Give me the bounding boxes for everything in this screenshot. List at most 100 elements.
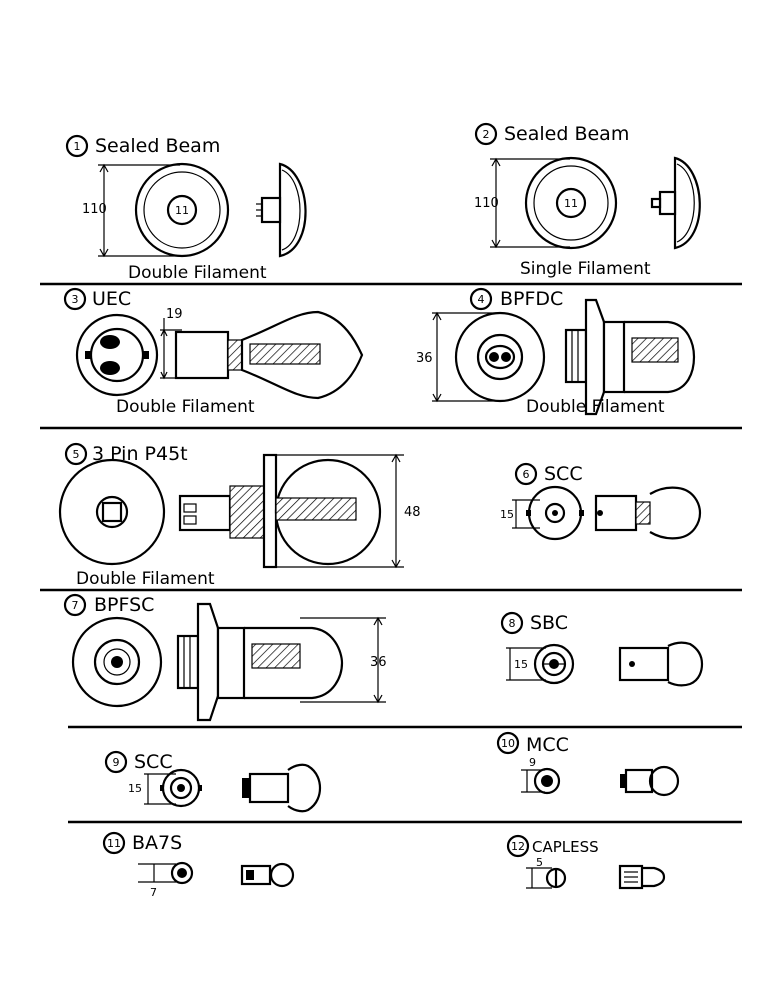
number-badge — [474, 122, 498, 146]
dimension-line — [512, 499, 540, 529]
svg-text:11: 11 — [564, 197, 578, 210]
dimension-value: 110 — [474, 196, 499, 211]
number-badge — [469, 287, 493, 311]
number-badge — [102, 831, 126, 855]
number-badge — [514, 462, 538, 486]
item-11: 11 BA7S 7 — [102, 831, 295, 899]
item-number: 10 — [501, 737, 515, 750]
item-label: CAPLESS — [532, 838, 599, 856]
dimension-value: 15 — [500, 508, 514, 521]
dimension-line — [276, 453, 404, 569]
number-badge — [65, 134, 89, 158]
item-label: SBC — [530, 612, 568, 634]
item-caption: Double Filament — [526, 397, 665, 417]
item-caption: Double Filament — [76, 569, 215, 589]
dimension-line — [138, 863, 176, 883]
item-label: BPFDC — [500, 288, 563, 310]
side-view — [240, 862, 295, 888]
side-view — [174, 310, 364, 400]
dimension-line — [526, 867, 552, 889]
dimension-line — [432, 311, 498, 403]
item-label: Sealed Beam — [504, 123, 629, 145]
side-view — [256, 162, 307, 258]
item-caption: Single Filament — [520, 259, 651, 279]
dimension-value: 5 — [536, 856, 543, 869]
front-view — [533, 767, 561, 795]
dimension-value: 36 — [416, 351, 433, 366]
item-number: 11 — [107, 837, 121, 850]
item-3: 3 UEC 19 Double Filament — [63, 287, 364, 417]
front-view — [160, 768, 202, 808]
item-caption: Double Filament — [116, 397, 255, 417]
item-number: 4 — [478, 293, 485, 306]
dimension-value: 15 — [128, 782, 142, 795]
dimension-value: 48 — [404, 505, 421, 520]
item-9: 9 SCC 15 — [104, 750, 322, 813]
side-view — [618, 864, 666, 890]
side-view — [176, 602, 344, 722]
side-view — [650, 156, 701, 250]
item-label: BPFSC — [94, 594, 154, 616]
number-badge — [496, 731, 520, 755]
item-7: 7 BPFSC 36 — [63, 593, 387, 722]
number-badge — [506, 834, 530, 858]
side-view — [618, 641, 704, 687]
item-12: 12 CAPLESS 5 — [506, 834, 666, 890]
front-view — [75, 313, 159, 397]
item-8: 8 SBC 15 — [500, 611, 704, 687]
item-number: 1 — [74, 140, 81, 153]
front-view — [454, 311, 546, 403]
item-number: 7 — [72, 599, 79, 612]
item-label: UEC — [92, 288, 131, 310]
item-number: 3 — [72, 293, 79, 306]
number-badge — [63, 287, 87, 311]
side-view — [564, 298, 696, 416]
item-label: 3 Pin P45t — [92, 443, 188, 465]
number-badge — [500, 611, 524, 635]
dimension-value: 15 — [514, 658, 528, 671]
item-number: 6 — [523, 468, 530, 481]
side-view — [242, 763, 322, 813]
dimension-value: 7 — [150, 886, 157, 899]
dimension-line — [490, 157, 570, 249]
item-number: 12 — [511, 840, 525, 853]
dimension-line — [521, 769, 545, 793]
item-number: 5 — [73, 448, 80, 461]
front-view — [71, 616, 163, 708]
item-caption: Double Filament — [128, 263, 267, 283]
svg-text:11: 11 — [175, 204, 189, 217]
dimension-value: 9 — [529, 756, 536, 769]
front-view: 11 — [524, 156, 618, 250]
dimension-value: 36 — [370, 655, 387, 670]
front-view — [58, 458, 166, 566]
item-label: SCC — [544, 463, 583, 485]
item-1: 1 Sealed Beam 11 110 Double Filament — [65, 134, 307, 283]
item-label: MCC — [526, 734, 569, 756]
item-5: 5 3 Pin P45t 48 Double Filament — [58, 442, 421, 589]
number-badge — [64, 442, 88, 466]
front-view — [545, 867, 567, 889]
number-badge — [104, 750, 128, 774]
dimension-line — [300, 616, 386, 704]
dimension-line — [144, 773, 176, 805]
front-view: 11 — [134, 162, 230, 258]
dimension-line — [98, 163, 180, 258]
front-view — [533, 643, 575, 685]
item-number: 2 — [483, 128, 490, 141]
item-6: 6 SCC 15 — [500, 462, 702, 541]
front-view — [526, 485, 584, 541]
side-view — [178, 453, 382, 569]
dimension-line — [160, 318, 182, 380]
item-number: 9 — [113, 756, 120, 769]
item-2: 2 Sealed Beam 11 110 Single Filament — [474, 122, 701, 279]
item-label: BA7S — [132, 832, 182, 854]
front-view — [170, 861, 194, 885]
item-label: Sealed Beam — [95, 135, 220, 157]
item-4: 4 BPFDC 36 Double Filament — [416, 287, 696, 417]
dimension-value: 19 — [166, 307, 183, 322]
side-view — [620, 765, 680, 797]
item-10: 10 MCC 9 — [496, 731, 680, 797]
dimension-value: 110 — [82, 202, 107, 217]
number-badge — [63, 593, 87, 617]
